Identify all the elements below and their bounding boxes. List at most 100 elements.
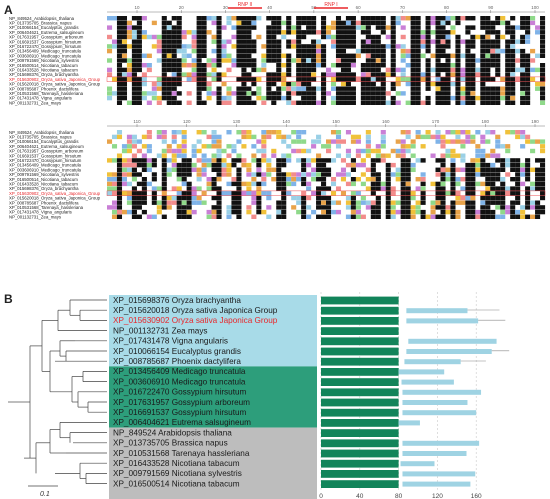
x-tick-label: 0 — [319, 493, 323, 499]
residue-cell — [350, 214, 356, 219]
residue-cell — [465, 167, 471, 172]
residue-cell — [510, 186, 516, 191]
residue-cell — [206, 91, 212, 96]
residue-cell — [166, 34, 172, 40]
residue-cell — [405, 181, 411, 187]
residue-cell — [465, 209, 471, 215]
residue-cell — [485, 191, 491, 196]
residue-cell — [345, 67, 351, 73]
residue-cell — [435, 139, 441, 144]
residue-cell — [181, 58, 187, 63]
residue-cell — [540, 72, 546, 77]
residue-cell — [410, 139, 416, 144]
residue-cell — [241, 181, 247, 187]
residue-cell — [161, 67, 167, 73]
residue-cell — [535, 172, 541, 177]
residue-cell — [221, 39, 227, 44]
residue-cell — [116, 44, 123, 49]
residue-cell — [445, 81, 451, 87]
residue-cell — [515, 177, 521, 182]
residue-cell — [410, 195, 416, 201]
residue-cell — [286, 153, 292, 158]
residue-cell — [435, 25, 441, 30]
residue-cell — [370, 167, 376, 172]
residue-cell — [385, 162, 391, 168]
residue-cell — [171, 81, 177, 87]
residue-cell — [475, 130, 481, 135]
residue-cell — [211, 91, 217, 96]
residue-cell — [335, 72, 342, 77]
residue-cell — [360, 81, 366, 87]
residue-cell — [360, 39, 366, 44]
residue-cell — [440, 209, 446, 215]
residue-cell — [136, 95, 142, 101]
residue-cell — [261, 158, 267, 163]
residue-cell — [136, 86, 142, 91]
residue-cell — [251, 67, 257, 73]
residue-cell — [500, 144, 506, 149]
residue-cell — [236, 63, 242, 68]
residue-cell — [415, 25, 421, 30]
residue-cell — [350, 158, 356, 163]
residue-cell — [495, 39, 501, 44]
residue-cell — [136, 44, 142, 49]
residue-cell — [535, 86, 541, 91]
sequence-name: XP_009791569_Nicotiana_sylvestris — [9, 58, 79, 63]
residue-cell — [335, 77, 342, 82]
residue-cell — [350, 139, 356, 144]
residue-cell — [495, 63, 501, 68]
residue-cell — [375, 214, 381, 219]
residue-cell — [360, 72, 366, 77]
bar-rrm1 — [321, 347, 399, 356]
residue-cell — [490, 58, 496, 63]
residue-cell — [465, 30, 471, 35]
residue-cell — [216, 162, 222, 168]
residue-cell — [171, 67, 177, 73]
residue-cell — [400, 53, 406, 58]
residue-cell — [241, 44, 247, 49]
residue-cell — [530, 167, 536, 172]
residue-cell — [206, 214, 212, 219]
residue-cell — [435, 63, 441, 68]
residue-cell — [196, 20, 202, 26]
residue-cell — [335, 139, 342, 144]
residue-cell — [196, 195, 202, 201]
residue-cell — [350, 162, 356, 168]
residue-cell — [291, 58, 297, 63]
residue-cell — [116, 162, 123, 168]
residue-cell — [326, 25, 332, 30]
residue-cell — [236, 34, 242, 40]
residue-cell — [216, 134, 222, 140]
sequence-name: NP_001132731_Zea_mays — [9, 100, 61, 105]
residue-cell — [330, 158, 337, 163]
residue-cell — [171, 158, 177, 163]
residue-cell — [201, 130, 207, 135]
residue-cell — [166, 39, 172, 44]
residue-cell — [186, 100, 192, 105]
residue-cell — [525, 81, 531, 87]
residue-cell — [470, 162, 476, 168]
residue-cell — [405, 48, 411, 54]
residue-cell — [385, 191, 391, 196]
residue-cell — [216, 148, 222, 154]
residue-cell — [475, 153, 481, 158]
residue-cell — [176, 200, 182, 205]
residue-cell — [515, 130, 521, 135]
residue-cell — [420, 181, 426, 187]
residue-cell — [226, 144, 232, 149]
residue-cell — [370, 34, 376, 40]
residue-cell — [340, 139, 347, 144]
residue-cell — [181, 130, 187, 135]
residue-cell — [370, 44, 376, 49]
ruler-tick-label: 100 — [531, 5, 539, 10]
sequence-name: XP_016691537_Gossypium_hirsutum — [9, 39, 82, 44]
residue-cell — [216, 214, 222, 219]
residue-cell — [316, 134, 322, 140]
residue-cell — [311, 91, 317, 96]
residue-cell — [460, 200, 466, 205]
residue-cell — [246, 53, 252, 58]
residue-cell — [450, 67, 456, 73]
residue-cell — [196, 91, 202, 96]
residue-cell — [206, 162, 212, 168]
residue-cell — [360, 148, 366, 154]
